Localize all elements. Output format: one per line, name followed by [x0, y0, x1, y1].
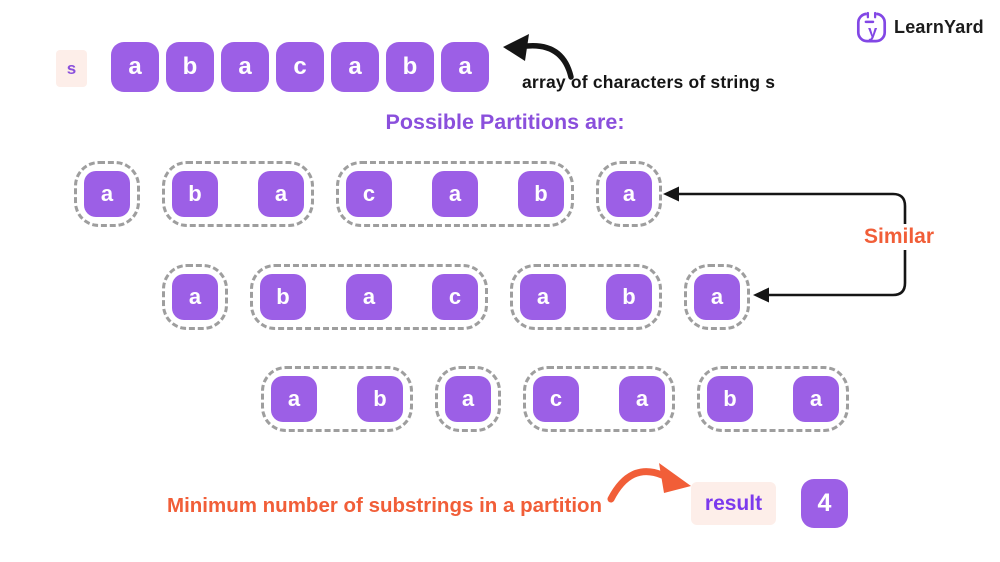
letter-cell: a	[84, 171, 130, 217]
learnyard-shield-icon: y	[856, 11, 887, 43]
array-char-cell: a	[111, 42, 159, 92]
letter-cell: b	[357, 376, 403, 422]
substring-group: a	[74, 161, 140, 227]
substring-group: a	[684, 264, 750, 330]
array-char-cell: b	[166, 42, 214, 92]
letter-cell: a	[346, 274, 392, 320]
letter-cell: b	[707, 376, 753, 422]
letter-cell: c	[432, 274, 478, 320]
result-value: 4	[801, 479, 848, 528]
substring-group: a	[162, 264, 228, 330]
letter-cell: a	[258, 171, 304, 217]
letter-cell: a	[606, 171, 652, 217]
array-caption: array of characters of string s	[522, 72, 776, 92]
letter-cell: b	[606, 274, 652, 320]
string-s-label: s	[56, 50, 87, 87]
letter-cell: b	[260, 274, 306, 320]
letter-cell: c	[346, 171, 392, 217]
similar-label: Similar	[860, 224, 939, 250]
substring-group: a	[596, 161, 662, 227]
result-badge: result	[691, 482, 776, 525]
array-char-cell: b	[386, 42, 434, 92]
array-char-cell: a	[221, 42, 269, 92]
letter-cell: a	[793, 376, 839, 422]
array-char-cell: a	[331, 42, 379, 92]
result-caption: Minimum number of substrings in a partit…	[167, 494, 603, 517]
substring-group: a	[435, 366, 501, 432]
array-char-cell: a	[441, 42, 489, 92]
letter-cell: a	[445, 376, 491, 422]
letter-cell: b	[172, 171, 218, 217]
page-title: Possible Partitions are:	[385, 110, 625, 134]
letter-cell: a	[432, 171, 478, 217]
letter-cell: a	[520, 274, 566, 320]
letter-cell: c	[533, 376, 579, 422]
svg-text:y: y	[868, 23, 878, 41]
letter-cell: a	[172, 274, 218, 320]
brand-name: LearnYard	[894, 17, 984, 37]
curved-arrow-to-result	[607, 463, 691, 503]
letter-cell: a	[271, 376, 317, 422]
brand-logo: y LearnYard	[856, 11, 984, 44]
curved-arrow-to-array	[503, 34, 574, 80]
letter-cell: b	[518, 171, 564, 217]
letter-cell: a	[694, 274, 740, 320]
letter-cell: a	[619, 376, 665, 422]
array-char-cell: c	[276, 42, 324, 92]
